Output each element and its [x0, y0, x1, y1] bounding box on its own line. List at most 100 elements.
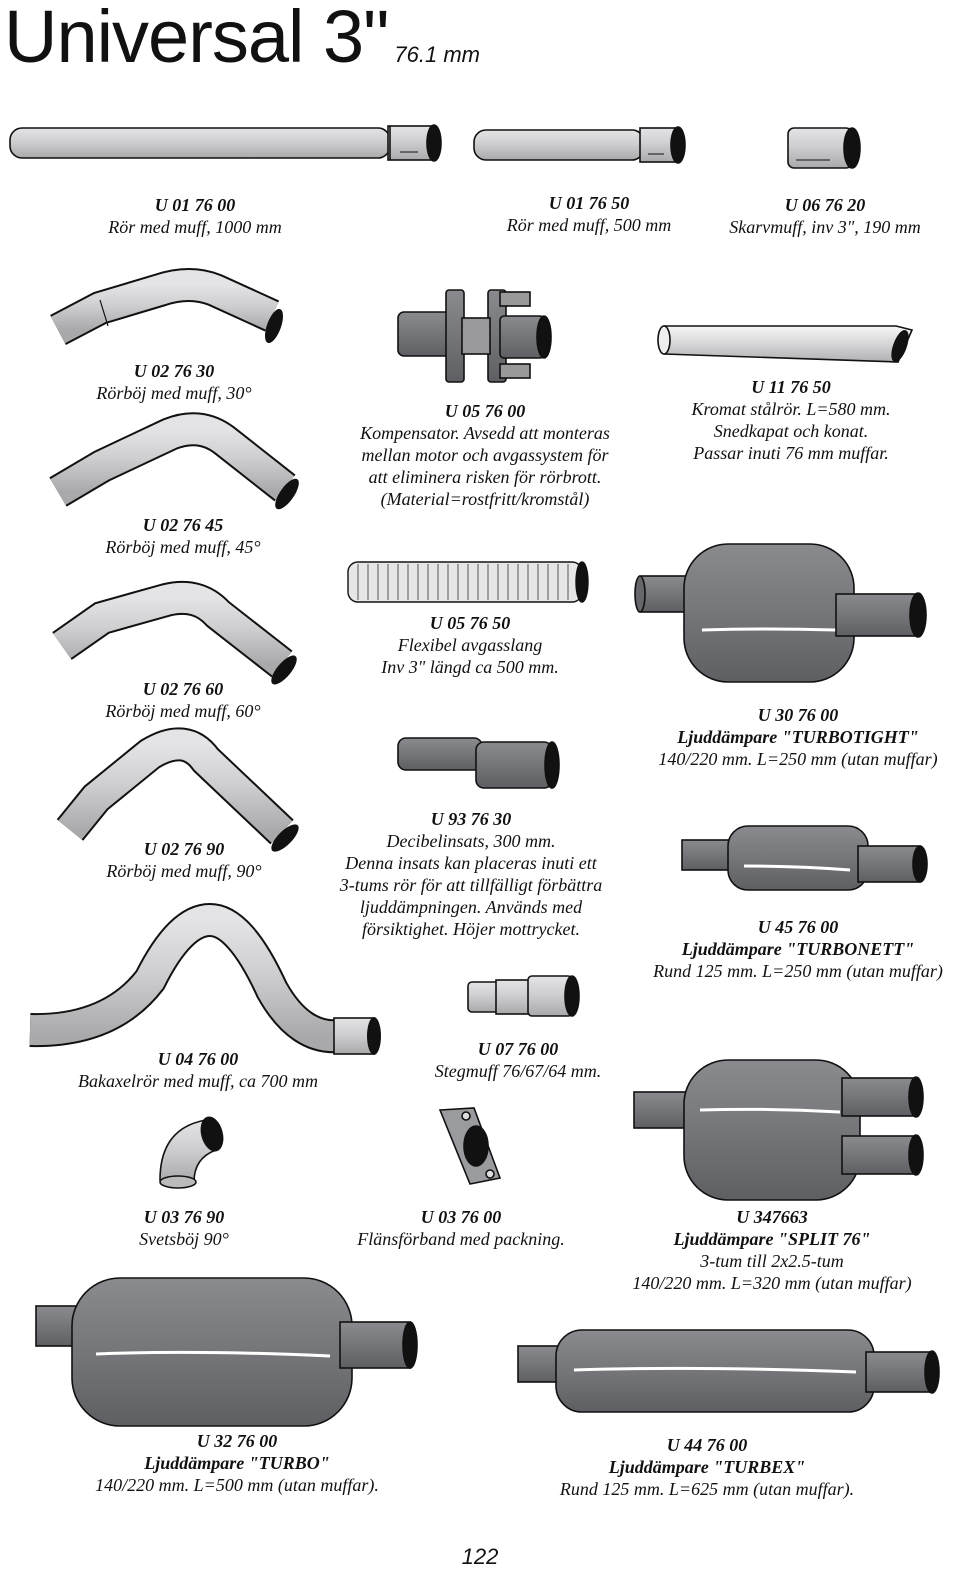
- product-name: Ljuddämpare "TURBO": [144, 1453, 330, 1473]
- muffler-turbotight-image: [634, 543, 927, 683]
- product-desc: Rör med muff, 1000 mm: [108, 217, 282, 237]
- product-desc: Stegmuff 76/67/64 mm.: [434, 1061, 602, 1081]
- caption-u057650: U 05 76 50 Flexibel avgasslang Inv 3" lä…: [360, 612, 580, 678]
- product-desc: 140/220 mm. L=250 mm (utan muffar): [658, 749, 938, 769]
- page-number: 122: [461, 1544, 499, 1569]
- product-code: U 347663: [736, 1207, 808, 1227]
- product-desc: Rörböj med muff, 30°: [96, 383, 252, 403]
- product-name: Ljuddämpare "TURBOTIGHT": [677, 727, 919, 747]
- product-code: U 93 76 30: [430, 809, 512, 829]
- page-title-text: Universal 3": [4, 0, 389, 78]
- caption-u307600: U 30 76 00 Ljuddämpare "TURBOTIGHT" 140/…: [638, 704, 958, 770]
- product-code: U 30 76 00: [757, 705, 839, 725]
- product-desc: Snedkapat och konat.: [713, 421, 869, 441]
- product-desc: 3-tum till 2x2.5-tum: [700, 1251, 844, 1271]
- caption-u017600: U 01 76 00 Rör med muff, 1000 mm: [100, 194, 290, 238]
- coupler-image: [787, 127, 861, 169]
- weld-elbow-image: [159, 1116, 224, 1189]
- product-code: U 05 76 50: [429, 613, 511, 633]
- product-desc: 140/220 mm. L=320 mm (utan muffar): [632, 1273, 912, 1293]
- product-desc: Flänsförband med packning.: [357, 1229, 565, 1249]
- product-desc: 3-tums rör för att tillfälligt förbättra: [339, 875, 603, 895]
- product-desc: Flexibel avgasslang: [397, 635, 543, 655]
- caption-u057600: U 05 76 00 Kompensator. Avsedd att monte…: [340, 400, 630, 510]
- product-desc: Rund 125 mm. L=250 mm (utan muffar): [653, 961, 943, 981]
- caption-u027630: U 02 76 30 Rörböj med muff, 30°: [84, 360, 264, 404]
- caption-u077600: U 07 76 00 Stegmuff 76/67/64 mm.: [418, 1038, 618, 1082]
- product-code: U 44 76 00: [666, 1435, 748, 1455]
- decibel-insert-image: [397, 737, 560, 789]
- flex-hose-image: [347, 561, 589, 603]
- product-desc: Rör med muff, 500 mm: [506, 215, 672, 235]
- muffler-turbo-image: [35, 1277, 418, 1427]
- bend-60-image: [52, 580, 297, 685]
- product-desc: Bakaxelrör med muff, ca 700 mm: [78, 1071, 318, 1091]
- product-code: U 03 76 00: [420, 1207, 502, 1227]
- product-code: U 06 76 20: [784, 195, 866, 215]
- page-subtitle: 76.1 mm: [394, 42, 481, 67]
- caption-u047600: U 04 76 00 Bakaxelrör med muff, ca 700 m…: [56, 1048, 340, 1092]
- product-desc: försiktighet. Höjer mottrycket.: [362, 919, 580, 939]
- muffler-turbonett-image: [681, 825, 928, 891]
- caption-u037690: U 03 76 90 Svetsböj 90°: [104, 1206, 264, 1250]
- product-desc: Inv 3" längd ca 500 mm.: [381, 657, 559, 677]
- product-desc: ljuddämpningen. Används med: [359, 897, 583, 917]
- caption-u027690: U 02 76 90 Rörböj med muff, 90°: [84, 838, 284, 882]
- caption-u447600: U 44 76 00 Ljuddämpare "TURBEX" Rund 125…: [540, 1434, 874, 1500]
- product-code: U 03 76 90: [143, 1207, 225, 1227]
- bend-30-image: [50, 268, 284, 346]
- muffler-split76-image: [633, 1059, 924, 1201]
- product-code: U 02 76 90: [143, 839, 225, 859]
- page-title: Universal 3"76.1 mm: [4, 0, 480, 79]
- product-desc: Kompensator. Avsedd att monteras: [360, 423, 610, 443]
- product-code: U 02 76 45: [142, 515, 224, 535]
- product-name: Ljuddämpare "TURBEX": [608, 1457, 806, 1477]
- pipe-500mm-image: [473, 126, 686, 164]
- product-desc: Rörböj med muff, 90°: [106, 861, 262, 881]
- product-code: U 02 76 60: [142, 679, 224, 699]
- product-code: U 32 76 00: [196, 1431, 278, 1451]
- product-desc: Passar inuti 76 mm muffar.: [693, 443, 889, 463]
- product-code: U 05 76 00: [444, 401, 526, 421]
- product-desc: Denna insats kan placeras inuti ett: [345, 853, 597, 873]
- bend-90-image: [56, 727, 299, 852]
- product-desc: 140/220 mm. L=500 mm (utan muffar).: [95, 1475, 379, 1495]
- compensator-image: [397, 289, 552, 383]
- product-desc: Skarvmuff, inv 3", 190 mm: [729, 217, 921, 237]
- caption-u027645: U 02 76 45 Rörböj med muff, 45°: [88, 514, 278, 558]
- caption-u457600: U 45 76 00 Ljuddämpare "TURBONETT" Rund …: [636, 916, 960, 982]
- product-code: U 01 76 50: [548, 193, 630, 213]
- chrome-pipe-image: [657, 325, 914, 363]
- product-desc: mellan motor och avgassystem för: [361, 445, 609, 465]
- product-code: U 02 76 30: [133, 361, 215, 381]
- muffler-turbex-image: [517, 1329, 940, 1413]
- bend-45-image: [49, 412, 299, 510]
- product-desc: Rörböj med muff, 45°: [105, 537, 261, 557]
- caption-u327600: U 32 76 00 Ljuddämpare "TURBO" 140/220 m…: [74, 1430, 400, 1496]
- product-name: Ljuddämpare "TURBONETT": [681, 939, 915, 959]
- product-desc: Svetsböj 90°: [139, 1229, 229, 1249]
- product-name: Ljuddämpare "SPLIT 76": [673, 1229, 871, 1249]
- product-desc: att eliminera risken för rörbrott.: [368, 467, 602, 487]
- product-code: U 04 76 00: [157, 1049, 239, 1069]
- step-coupler-image: [467, 975, 580, 1017]
- pipe-1000mm-image: [9, 124, 442, 162]
- product-code: U 07 76 00: [477, 1039, 559, 1059]
- product-code: U 01 76 00: [154, 195, 236, 215]
- product-desc: Kromat stålrör. L=580 mm.: [691, 399, 891, 419]
- product-desc: Decibelinsats, 300 mm.: [386, 831, 556, 851]
- flange-image: [438, 1107, 502, 1185]
- caption-u037600: U 03 76 00 Flänsförband med packning.: [336, 1206, 586, 1250]
- caption-u347663: U 347663 Ljuddämpare "SPLIT 76" 3-tum ti…: [614, 1206, 930, 1294]
- caption-u067620: U 06 76 20 Skarvmuff, inv 3", 190 mm: [716, 194, 934, 238]
- rear-axle-pipe-image: [29, 902, 381, 1055]
- product-code: U 11 76 50: [751, 377, 831, 397]
- product-code: U 45 76 00: [757, 917, 839, 937]
- caption-u937630: U 93 76 30 Decibelinsats, 300 mm. Denna …: [316, 808, 626, 940]
- product-desc: Rörböj med muff, 60°: [105, 701, 261, 721]
- caption-u117650: U 11 76 50 Kromat stålrör. L=580 mm. Sne…: [676, 376, 906, 464]
- product-desc: Rund 125 mm. L=625 mm (utan muffar).: [559, 1479, 855, 1499]
- caption-u027660: U 02 76 60 Rörböj med muff, 60°: [88, 678, 278, 722]
- product-desc: (Material=rostfritt/kromstål): [380, 489, 590, 509]
